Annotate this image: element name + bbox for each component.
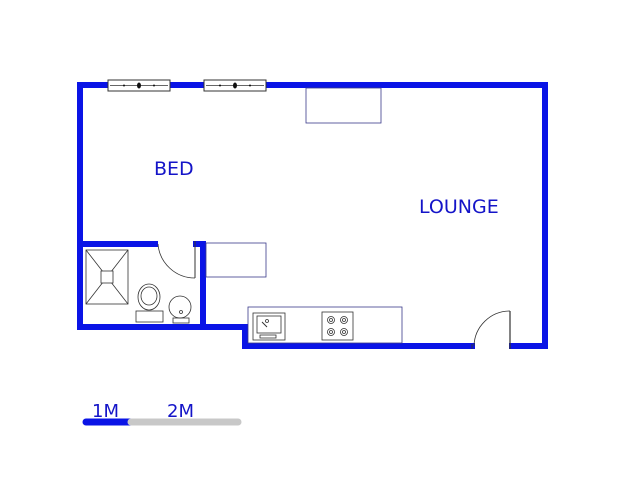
stove: [321, 311, 354, 341]
room-label-bed: BED: [154, 158, 194, 180]
shower: [85, 249, 129, 305]
wardrobe: [205, 242, 267, 278]
kitchen-sink: [252, 312, 286, 341]
room-label-lounge: LOUNGE: [419, 196, 499, 218]
basin: [168, 295, 192, 324]
bathroom-door: [157, 241, 196, 279]
kitchen-counter: [247, 306, 403, 344]
entrance-door: [471, 310, 511, 349]
window-left: [107, 79, 171, 92]
walls: [77, 82, 548, 349]
cupboard: [305, 87, 382, 124]
window-right: [203, 79, 267, 92]
toilet: [135, 283, 164, 323]
scale-label-1m: 1M: [92, 401, 119, 422]
scale-bar: 1M 2M: [82, 401, 242, 426]
scale-label-2m: 2M: [167, 401, 194, 422]
